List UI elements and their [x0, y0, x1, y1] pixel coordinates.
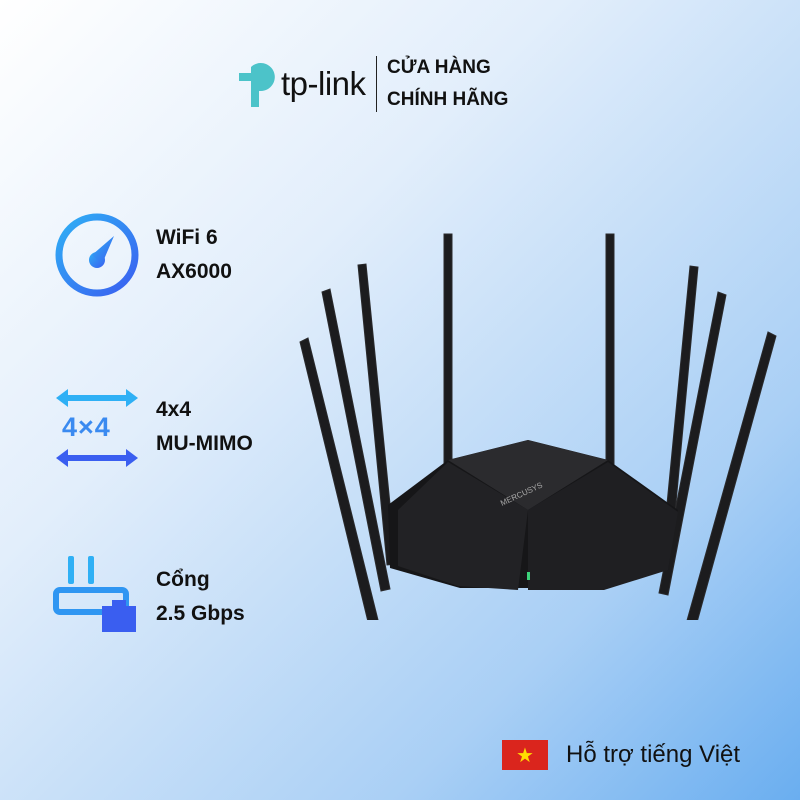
feature-line-1: Cổng	[156, 568, 210, 591]
mimo-icon-text: 4×4	[62, 412, 111, 442]
store-line-1: CỬA HÀNG	[387, 57, 491, 78]
language-support: ★ Hỗ trợ tiếng Việt	[502, 740, 740, 770]
feature-line-2: AX6000	[156, 260, 232, 283]
feature-wifi6: WiFi 6 AX6000	[52, 210, 232, 300]
speedometer-icon	[55, 213, 139, 297]
store-line-2: CHÍNH HÃNG	[387, 89, 509, 110]
vietnam-flag-icon: ★	[502, 740, 548, 770]
feature-line-1: 4x4	[156, 398, 192, 421]
tp-link-logo: tp-link CỬA HÀNG CHÍNH HÃNG	[237, 52, 508, 116]
tp-link-logo-icon	[239, 63, 275, 107]
feature-line-1: WiFi 6	[156, 226, 218, 249]
feature-port: Cổng 2.5 Gbps	[52, 552, 245, 642]
router-image: MERCUSYS	[299, 233, 777, 620]
logo-divider	[375, 56, 378, 112]
language-support-text: Hỗ trợ tiếng Việt	[566, 741, 741, 768]
feature-line-2: MU-MIMO	[156, 432, 253, 455]
logo-text: tp-link	[281, 65, 366, 102]
ethernet-port-icon	[53, 556, 136, 632]
feature-line-2: 2.5 Gbps	[156, 602, 245, 625]
feature-mimo: 4×4 4x4 MU-MIMO	[52, 382, 253, 472]
mimo-arrows-icon: 4×4	[52, 382, 142, 472]
